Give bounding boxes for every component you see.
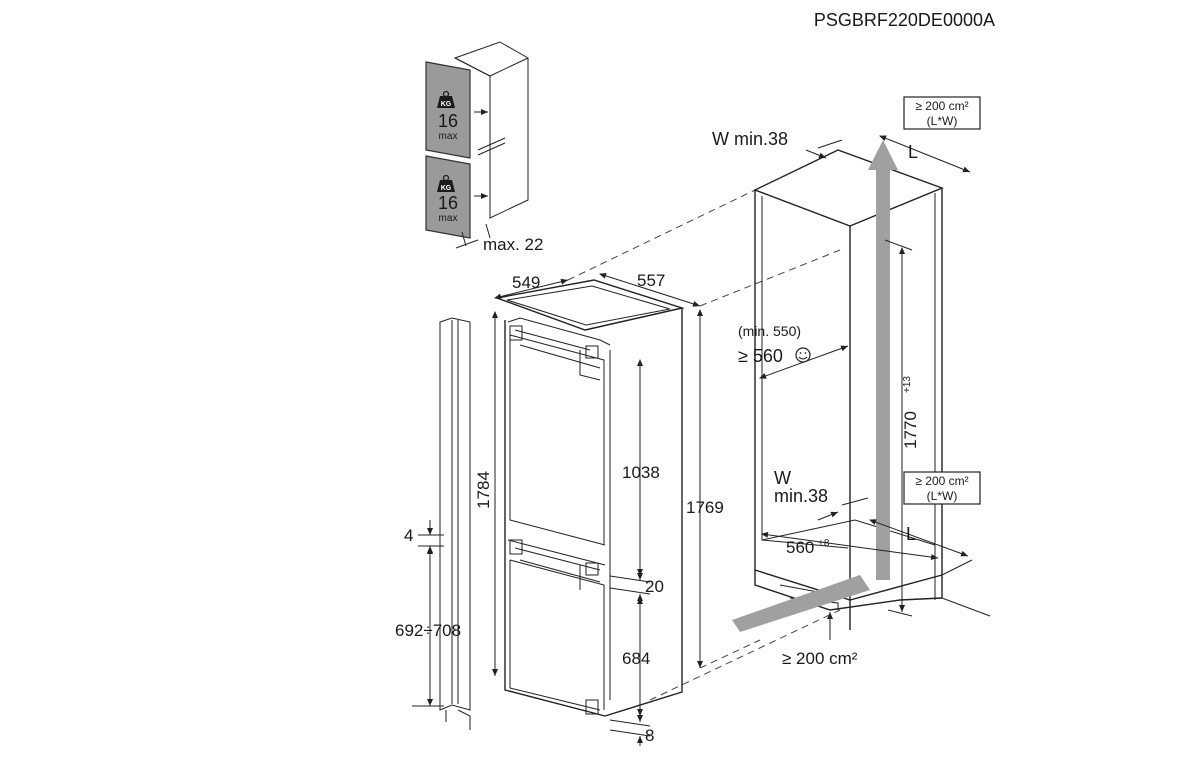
niche-width-dimension: 560 (786, 538, 814, 557)
wall-gap-top-label: W min.38 (712, 129, 788, 149)
appliance-drawing: 549 557 1784 1769 1038 20 684 8 4 69 (395, 271, 724, 746)
bottom-gap-dimension: 8 (645, 726, 654, 745)
upper-door-load-unit: max (439, 131, 458, 142)
lower-door-height-dimension: 684 (622, 649, 650, 668)
airflow-arrow-icon (732, 140, 898, 632)
upper-door-load-value: 16 (438, 111, 458, 131)
wall-gap-bottom-w: W (774, 468, 791, 488)
width-dimension: 557 (637, 271, 665, 290)
smiley-icon (795, 347, 811, 363)
niche-width-tolerance: +8 (818, 538, 830, 549)
door-gap-dimension: 20 (645, 577, 664, 596)
lower-door-panel (425, 155, 471, 239)
upper-door-height-dimension: 1038 (622, 463, 660, 482)
lower-door-load-unit: max (439, 213, 458, 224)
lower-door-load-value: 16 (438, 193, 458, 213)
niche-drawing: W min.38 L ≥ 200 cm² (L*W) (min. 550) ≥ … (567, 96, 991, 701)
vent-length-top-label: L (908, 142, 918, 162)
vent-bottom-area: ≥ 200 cm² (782, 649, 858, 668)
model-code: PSGBRF220DE0000A (814, 10, 995, 30)
weight-icon: KG (437, 174, 455, 192)
upper-door-panel (425, 61, 471, 159)
rail-gap-dimension: 4 (404, 526, 413, 545)
niche-height-tolerance: +13 (902, 376, 913, 393)
vent-mid-area: ≥ 200 cm² (915, 474, 968, 488)
vent-top-formula: (L*W) (927, 114, 958, 128)
body-height-dimension: 1769 (686, 498, 724, 517)
niche-height-dimension: 1770 (901, 411, 920, 449)
door-depth-max-label: max. 22 (483, 235, 543, 254)
svg-text:KG: KG (441, 185, 452, 192)
rail-range-dimension: 692÷708 (395, 621, 461, 640)
wall-gap-bottom-value: min.38 (774, 486, 828, 506)
vent-mid-formula: (L*W) (927, 489, 958, 503)
total-height-dimension: 1784 (474, 471, 493, 509)
weight-icon: KG (437, 90, 455, 108)
vent-top-area: ≥ 200 cm² (915, 99, 968, 113)
vent-length-bottom-label: L (906, 524, 916, 544)
niche-rec-depth-label: ≥ 560 (738, 346, 783, 366)
depth-dimension: 549 (512, 273, 540, 292)
door-load-detail: KG 16 max KG 16 max max. 22 (425, 41, 543, 254)
svg-text:KG: KG (441, 101, 452, 108)
niche-min-depth-label: (min. 550) (738, 323, 801, 339)
